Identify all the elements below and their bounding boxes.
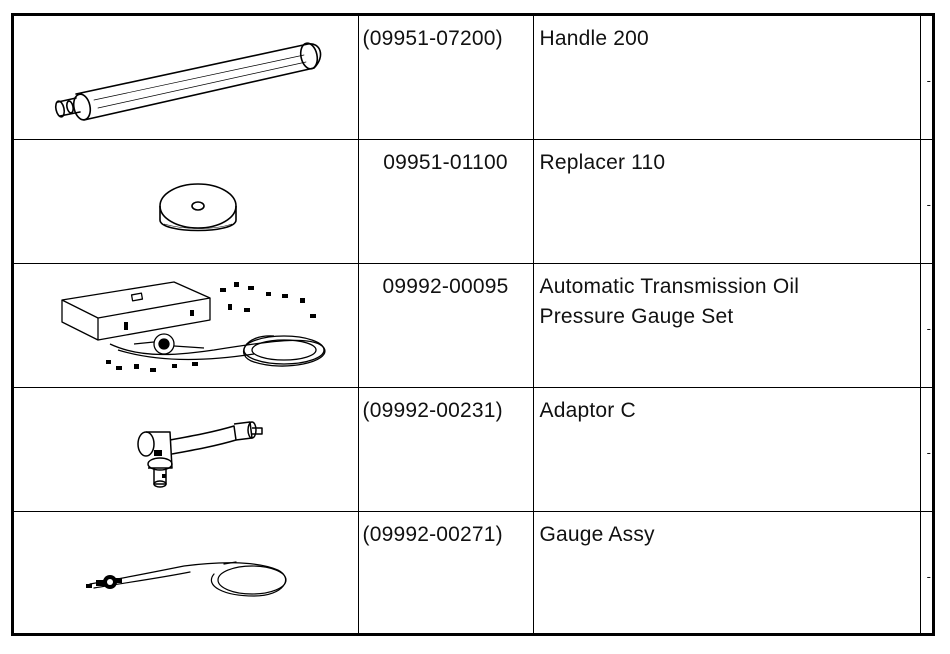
mark-cell: - bbox=[919, 387, 932, 512]
tool-row: (09992-00231) Adaptor C - bbox=[14, 387, 932, 512]
tool-row: 09992-00095 Automatic Transmission Oil P… bbox=[14, 263, 932, 388]
gauge-assy-illustration bbox=[14, 512, 358, 635]
tool-illustration-cell bbox=[14, 16, 359, 140]
tool-name-cell: Replacer 110 bbox=[532, 139, 921, 264]
part-number: (09992-00271) bbox=[362, 523, 503, 546]
mark-dash: - bbox=[926, 321, 931, 336]
tool-row: 09951-01100 Replacer 110 - bbox=[14, 139, 932, 264]
part-number-cell: 09992-00095 bbox=[357, 263, 534, 388]
tool-row: (09992-00271) Gauge Assy - bbox=[14, 511, 932, 635]
mark-cell: - bbox=[919, 139, 932, 264]
special-tools-sheet: (09951-07200) Handle 200 - bbox=[11, 13, 935, 636]
part-number-cell: (09992-00231) bbox=[357, 387, 534, 512]
tool-name: Adaptor C bbox=[539, 399, 636, 422]
mark-dash: - bbox=[926, 197, 931, 212]
adaptor-illustration bbox=[14, 388, 358, 511]
tool-name: Automatic Transmission Oil Pressure Gaug… bbox=[539, 275, 800, 328]
part-number-cell: 09951-01100 bbox=[357, 139, 534, 264]
tool-row: (09951-07200) Handle 200 - bbox=[14, 16, 932, 140]
tool-illustration-cell bbox=[14, 387, 359, 512]
tool-name-cell: Handle 200 bbox=[532, 16, 921, 140]
tool-name: Replacer 110 bbox=[539, 151, 666, 174]
part-number: (09951-07200) bbox=[362, 27, 503, 50]
part-number: (09992-00231) bbox=[362, 399, 503, 422]
tool-name: Handle 200 bbox=[539, 27, 649, 50]
tool-name-cell: Gauge Assy bbox=[532, 511, 921, 635]
replacer-disc-illustration bbox=[14, 140, 358, 263]
mark-dash: - bbox=[926, 445, 931, 460]
tool-name: Gauge Assy bbox=[539, 523, 655, 546]
mark-dash: - bbox=[926, 569, 931, 584]
special-tools-table: (09951-07200) Handle 200 - bbox=[14, 16, 932, 635]
tool-illustration-cell bbox=[14, 511, 359, 635]
tool-name-cell: Automatic Transmission Oil Pressure Gaug… bbox=[532, 263, 921, 388]
tool-illustration-cell bbox=[14, 263, 359, 388]
mark-cell: - bbox=[919, 511, 932, 635]
tool-name-cell: Adaptor C bbox=[532, 387, 921, 512]
part-number: 09951-01100 bbox=[383, 151, 508, 174]
tool-illustration-cell bbox=[14, 139, 359, 264]
part-number: 09992-00095 bbox=[382, 275, 509, 298]
mark-cell: - bbox=[919, 16, 932, 140]
mark-cell: - bbox=[919, 263, 932, 388]
handle-illustration bbox=[14, 16, 358, 139]
gauge-set-illustration bbox=[14, 264, 358, 387]
part-number-cell: (09951-07200) bbox=[357, 16, 534, 140]
part-number-cell: (09992-00271) bbox=[357, 511, 534, 635]
mark-dash: - bbox=[926, 73, 931, 88]
